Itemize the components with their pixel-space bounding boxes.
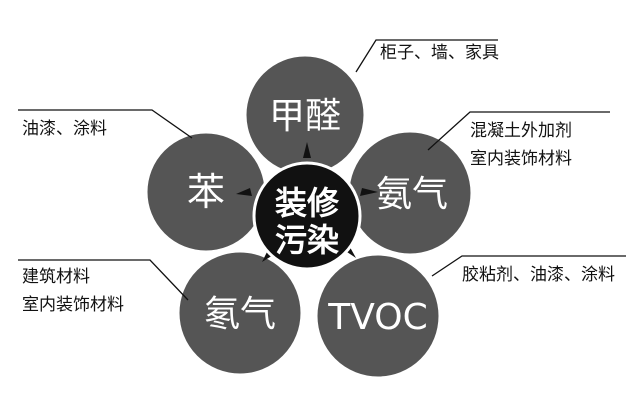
leader-benzene: [18, 109, 193, 139]
note-radon-2: 室内装饰材料: [22, 295, 124, 315]
label-ammonia: 氨气: [376, 174, 448, 215]
label-formaldehyde: 甲醛: [269, 96, 341, 137]
note-tvoc: 胶粘剂、油漆、涂料: [462, 265, 615, 285]
note-radon-1: 建筑材料: [22, 267, 90, 287]
leader-radon: [18, 259, 189, 301]
petal-tvoc: [314, 252, 442, 380]
leader-tvoc: [431, 255, 626, 277]
note-benzene: 油漆、涂料: [22, 119, 107, 139]
label-radon: 氡气: [204, 294, 276, 335]
petal-radon: [176, 249, 304, 377]
center-line-2: 污染: [275, 221, 339, 259]
note-formaldehyde: 柜子、墙、家具: [380, 43, 499, 63]
leader-formaldehyde: [355, 39, 498, 73]
label-benzene: 苯: [187, 170, 225, 214]
note-ammonia-1: 混凝土外加剂: [470, 121, 572, 141]
center-disc: [252, 161, 362, 271]
label-tvoc: TVOC: [327, 297, 427, 338]
center-line-1: 装修: [275, 184, 340, 222]
note-ammonia-2: 室内装饰材料: [470, 149, 572, 169]
leader-ammonia: [427, 111, 610, 151]
